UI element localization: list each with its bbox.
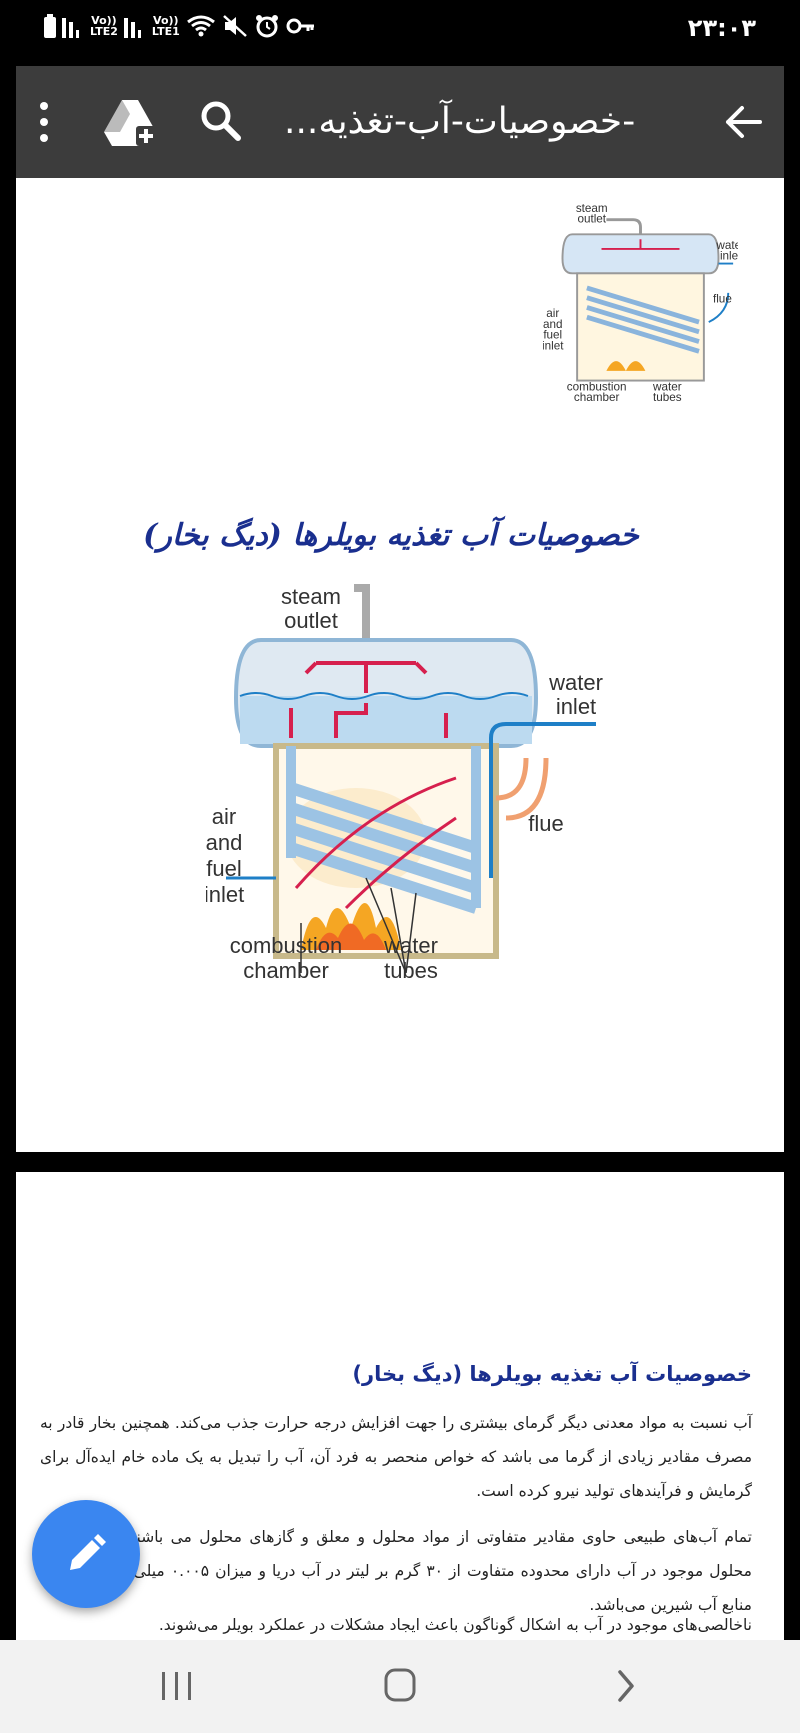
paragraph: ناخالصی‌های موجود در آب به اشکال گوناگون… (158, 1616, 752, 1634)
key-icon (286, 18, 314, 34)
label-tubes-small: tubes (653, 391, 682, 404)
label-steam-outlet-2: outlet (284, 608, 338, 633)
wifi-icon (186, 15, 215, 37)
search-button[interactable] (194, 94, 250, 150)
battery-icon (44, 14, 56, 38)
label-air: air (212, 804, 236, 829)
drive-add-icon (104, 100, 156, 146)
label-steam-outlet-small-2: outlet (577, 213, 606, 226)
label-flue: flue (528, 811, 563, 836)
system-nav-bar (0, 1640, 800, 1733)
document-title: ...خصوصیات-آب-تغذیه- (284, 101, 636, 142)
label-water-inlet-small: water (715, 239, 738, 252)
label-water-inlet-small-2: inlet (720, 250, 738, 263)
signal-icon (62, 18, 79, 38)
label-fuel: fuel (206, 856, 241, 881)
more-vert-icon (40, 102, 48, 142)
label-fuel-small: fuel (543, 329, 562, 342)
status-bar: Vo)) LTE2 Vo)) LTE1 (0, 0, 800, 58)
label-chamber-small: chamber (574, 391, 620, 404)
label-combustion-small: combustion (567, 380, 627, 393)
boiler-diagram-small: steam outlet water inlet flue air and fu… (543, 202, 738, 404)
edit-pencil-icon (70, 1534, 106, 1570)
status-time: ۲۳:۰۳ (687, 14, 756, 42)
label-inlet: inlet (206, 882, 244, 907)
back-button[interactable] (716, 94, 772, 150)
document-page-2: خصوصیات آب تغذیه بویلرها (دیگ بخار) آب ن… (16, 1172, 784, 1642)
back-arrow-icon (726, 106, 762, 138)
home-icon (384, 1668, 416, 1702)
network-indicator-lte2: Vo)) LTE2 (90, 15, 118, 37)
label-water-inlet: water (548, 670, 603, 695)
label-and-small: and (543, 318, 563, 331)
status-icons: Vo)) LTE2 Vo)) LTE1 (44, 14, 316, 38)
network-type-label: LTE2 (90, 25, 118, 38)
section-heading: خصوصیات آب تغذیه بویلرها (دیگ بخار) (352, 1362, 752, 1386)
label-water-inlet-2: inlet (556, 694, 596, 719)
paragraph: آب نسبت به مواد معدنی دیگر گرمای بیشتری … (40, 1414, 752, 1500)
label-flue-small: flue (713, 293, 732, 306)
label-combustion: combustion (230, 933, 343, 958)
label-steam-outlet: steam (281, 584, 341, 609)
signal-icon (123, 18, 141, 38)
edit-fab-button[interactable] (32, 1500, 140, 1608)
alarm-icon (255, 15, 278, 38)
styled-heading: خصوصیات آب تغذیه بویلرها (دیگ بخار) (143, 518, 639, 553)
search-icon (201, 101, 241, 141)
network-volte-label: Vo)) (153, 14, 179, 27)
label-chamber: chamber (243, 958, 329, 983)
nav-back-button[interactable] (600, 1662, 650, 1710)
boiler-diagram-large: steam outlet water inlet flue air and fu… (206, 584, 603, 983)
label-water-tubes-small: water (652, 380, 682, 393)
network-volte-label: Vo)) (91, 14, 117, 27)
network-indicator-lte1: Vo)) LTE1 (152, 15, 180, 37)
label-inlet-small: inlet (543, 339, 564, 352)
network-type-label: LTE1 (151, 25, 180, 38)
label-air-small: air (546, 307, 559, 320)
back-chevron-icon (618, 1670, 634, 1702)
recents-icon (162, 1672, 191, 1700)
label-water-tubes: water (383, 933, 438, 958)
more-options-button[interactable] (32, 96, 56, 148)
mute-icon (222, 15, 247, 37)
app-toolbar: ...خصوصیات-آب-تغذیه- (16, 66, 784, 178)
label-tubes: tubes (384, 958, 438, 983)
home-button[interactable] (372, 1662, 428, 1710)
label-steam-outlet-small: steam (576, 202, 608, 215)
paragraph: تمام آب‌های طبیعی حاوی مقادیر متفاوتی از… (40, 1528, 752, 1614)
label-and: and (206, 830, 242, 855)
add-to-drive-button[interactable] (100, 92, 160, 152)
recents-button[interactable] (150, 1664, 204, 1708)
document-page-1: steam outlet water inlet flue air and fu… (16, 178, 784, 1152)
